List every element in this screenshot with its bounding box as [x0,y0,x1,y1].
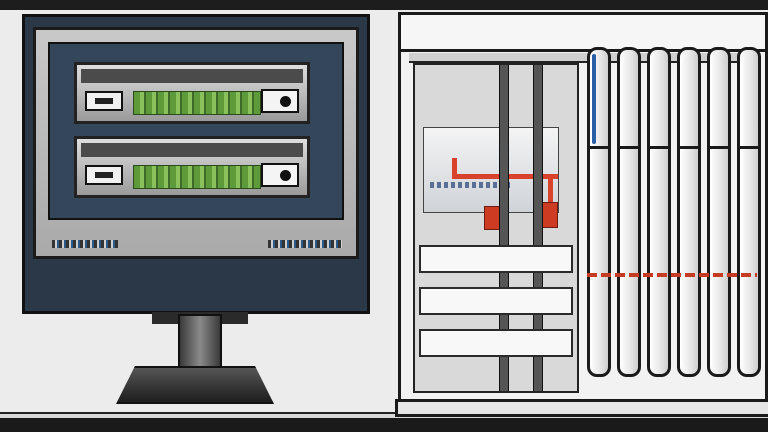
cabinet-left-panel [413,63,579,393]
power-knob-icon [280,96,291,107]
bay-divider [650,146,668,149]
bay-divider [590,146,608,149]
bay-divider [620,146,638,149]
drive-port-icon [85,165,123,185]
drive-port-icon [85,91,123,111]
drive-bay-4 [677,47,701,377]
drive-bay-2 [617,47,641,377]
floor [0,418,768,432]
red-cable [452,158,457,178]
server-unit-top [74,62,310,124]
unit-top-bar [81,69,303,83]
red-cable [548,174,553,204]
red-cable-run [587,273,757,277]
monitor-stand-base [116,366,274,404]
status-led-strip-left [52,240,118,248]
drive-bays [581,15,765,395]
drive-bay-5 [707,47,731,377]
vertical-rail [499,65,509,391]
unit-top-bar [81,143,303,157]
bay-divider [680,146,698,149]
cabinet-rail [409,53,761,63]
shelf-2 [419,287,573,315]
red-connector [484,206,500,230]
monitor-stand-neck [178,314,222,372]
server-unit-bottom [74,136,310,198]
power-knob-icon [280,170,291,181]
cabinet-top [401,15,765,52]
shelf-3 [419,329,573,357]
top-border [0,0,768,10]
bay-accent [592,54,596,144]
bay-divider [710,146,728,149]
cabinet-base [395,399,768,417]
vertical-rail [533,65,543,391]
drive-bay-3 [647,47,671,377]
monitor-screen [48,42,344,220]
red-connector [542,202,558,228]
circuit-board [133,165,261,189]
drive-bay-6 [737,47,761,377]
label-marks [430,182,510,188]
monitor [22,14,370,314]
power-knob-panel [261,89,299,113]
drive-bay-1 [587,47,611,377]
status-led-strip-right [268,240,342,248]
shelf-1 [419,245,573,273]
floor-line [0,412,768,420]
bay-divider [740,146,758,149]
power-knob-panel [261,163,299,187]
circuit-board [133,91,261,115]
monitor-bezel [33,27,359,259]
server-rack-cabinet [395,12,768,417]
